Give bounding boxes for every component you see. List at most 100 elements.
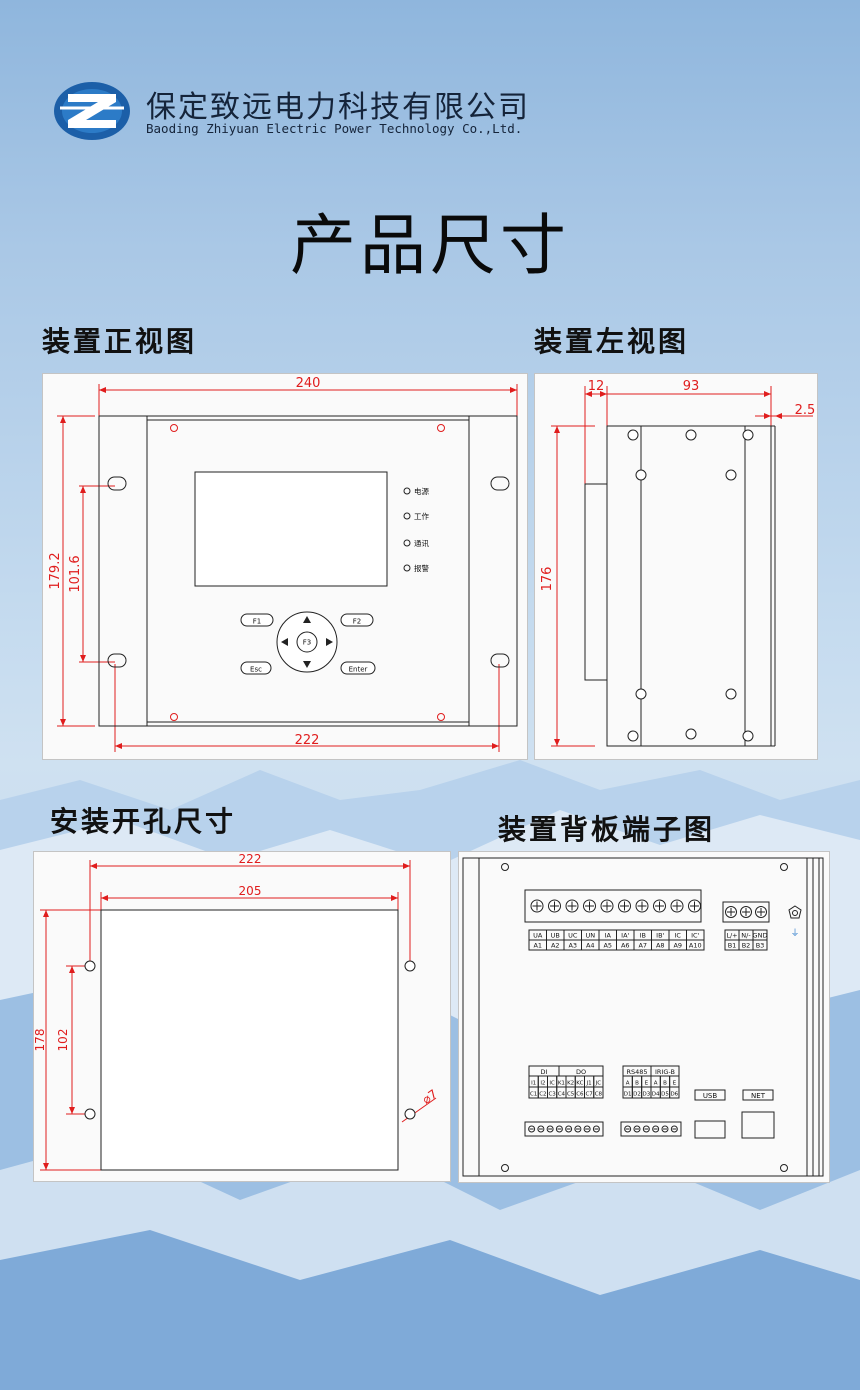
section-title-cutout: 安装开孔尺寸 bbox=[50, 805, 237, 838]
terminal-a-pin: A2 bbox=[551, 942, 560, 950]
net-port[interactable] bbox=[741, 1111, 775, 1139]
company-name-en: Baoding Zhiyuan Electric Power Technolog… bbox=[146, 121, 523, 136]
dim-front-bottom: 222 bbox=[295, 733, 320, 748]
terminal-c-label: I2 bbox=[540, 1081, 545, 1087]
led-label-run: 工作 bbox=[414, 511, 429, 521]
terminal-a-pin: A7 bbox=[638, 942, 647, 950]
back-corner-holes bbox=[501, 863, 788, 1172]
terminal-b-pin: B2 bbox=[742, 942, 751, 950]
terminal-c-label: KC bbox=[576, 1081, 583, 1087]
dim-front-width: 240 bbox=[296, 376, 321, 391]
terminal-c-pin: C7 bbox=[585, 1092, 593, 1098]
f3-key-label: F3 bbox=[303, 639, 311, 647]
terminal-d-label: A bbox=[626, 1081, 630, 1087]
dim-side-back: 2.5 bbox=[795, 403, 816, 418]
terminal-b-label: L/+ bbox=[726, 932, 737, 940]
terminal-b-pin: B1 bbox=[728, 942, 737, 950]
usb-port[interactable] bbox=[694, 1120, 726, 1139]
terminal-c-pin: C4 bbox=[558, 1092, 566, 1098]
dim-front-hole-pitch: 101.6 bbox=[68, 555, 83, 592]
dim-cutout-hole-pitch: 102 bbox=[56, 1029, 70, 1052]
cutout-rectangle bbox=[100, 909, 399, 1171]
terminal-a-pin: A10 bbox=[689, 942, 702, 950]
terminal-c-label: I1 bbox=[531, 1081, 536, 1087]
terminal-c-label: K1 bbox=[558, 1081, 565, 1087]
dim-side-depth: 93 bbox=[683, 379, 700, 394]
terminal-block-b bbox=[722, 901, 770, 923]
esc-key-label: Esc bbox=[250, 666, 262, 674]
terminal-d-pin: D3 bbox=[642, 1092, 650, 1098]
up-arrow-icon[interactable] bbox=[303, 616, 311, 623]
company-name-cn: 保定致远电力科技有限公司 bbox=[146, 90, 530, 125]
terminal-b-pin: B3 bbox=[756, 942, 765, 950]
cutout-view-drawing: 222 205 178 102 ⌀7 bbox=[34, 852, 440, 1171]
terminal-c-pin: C3 bbox=[548, 1092, 556, 1098]
terminal-a-pin: A5 bbox=[603, 942, 612, 950]
terminal-c-label: JC bbox=[595, 1081, 602, 1087]
ground-symbol-icon: ⏚ bbox=[790, 928, 799, 939]
f2-key[interactable] bbox=[340, 613, 374, 627]
terminal-a-label: UA bbox=[533, 932, 543, 940]
dim-cutout-outer-width: 222 bbox=[239, 852, 262, 866]
led-indicators: 电源 工作 通讯 报警 bbox=[403, 486, 429, 573]
terminal-a-label: UC bbox=[568, 932, 578, 940]
f1-key[interactable] bbox=[240, 613, 274, 627]
left-arrow-icon[interactable] bbox=[281, 638, 288, 646]
terminal-c-pin: C2 bbox=[539, 1092, 546, 1098]
terminal-d-pin: D6 bbox=[670, 1092, 678, 1098]
terminal-b-label: GND bbox=[753, 932, 768, 940]
do-header: DO bbox=[576, 1068, 586, 1076]
terminal-d-label: B bbox=[663, 1081, 667, 1087]
terminal-c-label: K2 bbox=[567, 1081, 574, 1087]
rs485-header: RS485 bbox=[626, 1068, 647, 1076]
terminal-a-label: UN bbox=[585, 932, 595, 940]
terminal-a-label: IB bbox=[640, 932, 646, 940]
terminal-a-pin: A3 bbox=[568, 942, 577, 950]
device-side-outline bbox=[584, 425, 776, 747]
side-screws bbox=[627, 429, 754, 742]
cutout-view-panel: 222 205 178 102 ⌀7 bbox=[33, 851, 451, 1182]
terminal-d-label: E bbox=[673, 1081, 677, 1087]
front-view-drawing: 240 179.2 101.6 222 电源 工作 通讯 bbox=[48, 376, 518, 752]
dim-cutout-inner-width: 205 bbox=[239, 884, 262, 898]
terminal-d-pin: D2 bbox=[633, 1092, 641, 1098]
terminal-d-label: B bbox=[635, 1081, 639, 1087]
side-view-panel: 12 93 2.5 176 bbox=[534, 373, 818, 760]
terminal-a-pin: A8 bbox=[656, 942, 665, 950]
dim-side-front: 12 bbox=[588, 379, 605, 394]
esc-key[interactable] bbox=[240, 661, 272, 675]
terminal-c-pin: C8 bbox=[595, 1092, 603, 1098]
enter-key-label: Enter bbox=[349, 666, 368, 674]
terminal-d-label: A bbox=[654, 1081, 658, 1087]
terminal-d-label: E bbox=[645, 1081, 649, 1087]
terminal-a-table: UAA1UBA2UCA3UNA4IAA5IA'A6IBA7IB'A8ICA9IC… bbox=[528, 929, 705, 951]
terminal-a-label: IA bbox=[605, 932, 612, 940]
enter-key[interactable] bbox=[340, 661, 376, 675]
lcd-screen bbox=[194, 471, 388, 587]
ground-terminal-icon bbox=[788, 905, 802, 919]
dim-cutout-hole-dia: ⌀7 bbox=[420, 1087, 440, 1107]
terminal-c-label: J1 bbox=[586, 1081, 592, 1087]
terminal-a-pin: A4 bbox=[586, 942, 595, 950]
terminal-c-label: IC bbox=[549, 1081, 555, 1087]
led-label-alarm: 报警 bbox=[414, 563, 429, 573]
side-view-drawing: 12 93 2.5 176 bbox=[540, 379, 816, 747]
right-arrow-icon[interactable] bbox=[326, 638, 333, 646]
cutout-holes bbox=[84, 960, 416, 1120]
section-title-back: 装置背板端子图 bbox=[498, 813, 716, 846]
front-view-panel: 240 179.2 101.6 222 电源 工作 通讯 bbox=[42, 373, 528, 760]
f3-key[interactable] bbox=[296, 631, 318, 653]
terminal-b-screws bbox=[725, 906, 767, 918]
terminal-a-screws bbox=[530, 899, 701, 913]
terminal-a-label: IC bbox=[675, 932, 682, 940]
terminal-d-pin: D1 bbox=[624, 1092, 632, 1098]
usb-label: USB bbox=[703, 1092, 718, 1100]
down-arrow-icon[interactable] bbox=[303, 661, 311, 668]
terminal-a-pin: A9 bbox=[673, 942, 682, 950]
terminal-a-label: IC' bbox=[691, 932, 699, 940]
section-title-side: 装置左视图 bbox=[534, 325, 690, 358]
device-front-outline bbox=[98, 415, 518, 727]
di-header: DI bbox=[541, 1068, 548, 1076]
